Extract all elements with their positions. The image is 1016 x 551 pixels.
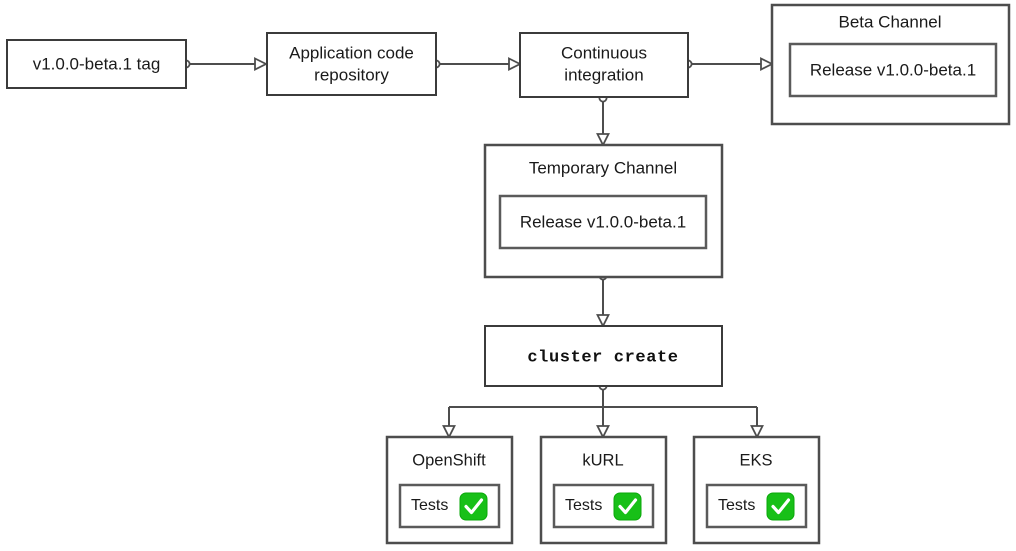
openshift-tests-label: Tests — [411, 497, 448, 514]
edge-tag-to-repo — [181, 57, 269, 71]
group-kurl-title: kURL — [582, 451, 623, 469]
node-tag[interactable]: v1.0.0-beta.1 tag — [6, 39, 187, 89]
node-repo-label-line2: repository — [314, 65, 389, 84]
edge-cluster-create-branch — [442, 381, 764, 440]
node-cluster-create[interactable]: cluster create — [484, 325, 723, 387]
temporary-channel-release-label: Release v1.0.0-beta.1 — [520, 212, 686, 231]
group-temporary-channel[interactable]: Temporary Channel Release v1.0.0-beta.1 — [483, 143, 724, 279]
check-mark-green-icon — [459, 492, 488, 521]
edge-ci-to-beta-channel — [683, 57, 775, 71]
group-temporary-channel-title: Temporary Channel — [529, 158, 677, 177]
node-ci-label-line1: Continuous — [561, 43, 647, 62]
edge-repo-to-ci — [431, 57, 523, 71]
group-kurl[interactable]: kURL Tests — [539, 435, 668, 545]
beta-channel-release-box[interactable] — [788, 42, 998, 98]
group-eks-title: EKS — [739, 451, 772, 469]
group-openshift[interactable]: OpenShift Tests — [385, 435, 514, 545]
eks-tests-label: Tests — [718, 497, 755, 514]
temporary-channel-release-box[interactable] — [498, 194, 708, 250]
edge-temporary-channel-to-cluster-create — [596, 271, 610, 329]
node-tag-label: v1.0.0-beta.1 tag — [33, 54, 161, 73]
check-mark-green-icon — [766, 492, 795, 521]
node-repo[interactable]: Application code repository — [266, 32, 437, 96]
node-cluster-create-label: cluster create — [527, 348, 678, 367]
group-beta-channel[interactable]: Beta Channel Release v1.0.0-beta.1 — [770, 3, 1011, 126]
check-mark-green-icon — [613, 492, 642, 521]
edge-ci-to-temporary-channel — [596, 93, 610, 148]
node-repo-label-line1: Application code — [289, 43, 414, 62]
node-ci[interactable]: Continuous integration — [519, 32, 689, 98]
kurl-tests-label: Tests — [565, 497, 602, 514]
node-ci-label-line2: integration — [564, 65, 643, 84]
group-beta-channel-title: Beta Channel — [838, 12, 941, 31]
group-openshift-title: OpenShift — [412, 451, 486, 469]
group-eks[interactable]: EKS Tests — [692, 435, 821, 545]
beta-channel-release-label: Release v1.0.0-beta.1 — [810, 60, 976, 79]
